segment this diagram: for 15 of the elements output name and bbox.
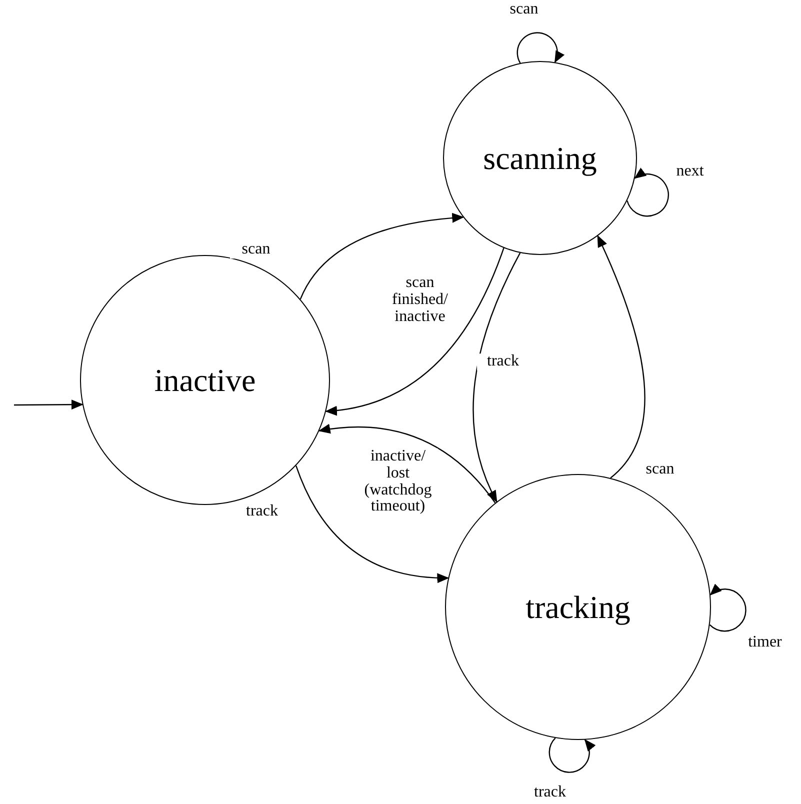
transition-arrow [325,248,504,416]
transition-arrow [626,168,669,217]
transition-arrow [300,213,464,300]
transition-arrow [709,584,746,632]
transition-arrow [295,465,450,583]
state-circle [443,61,637,255]
transition-arrow [472,252,521,503]
state-label: inactive [154,364,256,396]
transition-arrow [14,400,84,410]
state-label: scanning [483,142,597,174]
transition-arrow [548,738,596,773]
transition-arrow [597,235,646,478]
state-label: tracking [526,591,630,623]
transition-arrow [516,32,564,64]
transition-arrow [318,424,496,504]
